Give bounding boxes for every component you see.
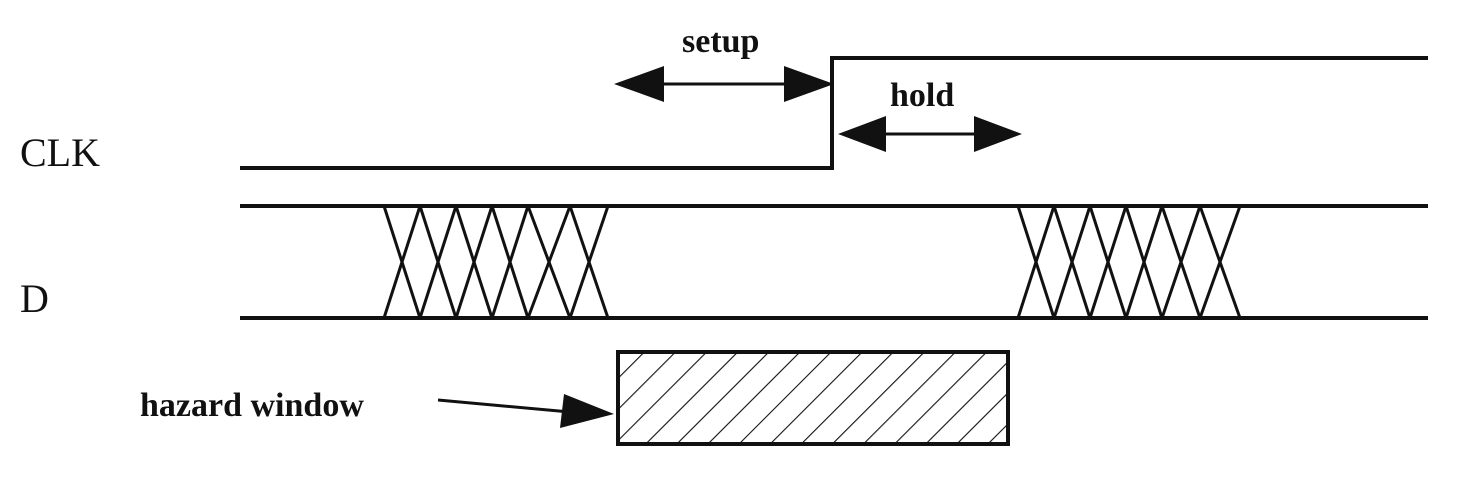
d-transition-left (382, 205, 610, 319)
setup-arrow (614, 66, 834, 102)
clk-label: CLK (20, 130, 100, 175)
hazard-window-box (616, 350, 1010, 446)
setup-label: setup (682, 23, 759, 60)
hazard-window-arrow (437, 394, 614, 428)
hold-label: hold (890, 77, 954, 114)
clk-waveform (240, 56, 1428, 170)
d-label: D (20, 276, 49, 321)
hold-arrow (838, 116, 1022, 152)
hazard-window-label: hazard window (140, 387, 364, 424)
d-transition-right (1016, 205, 1242, 319)
